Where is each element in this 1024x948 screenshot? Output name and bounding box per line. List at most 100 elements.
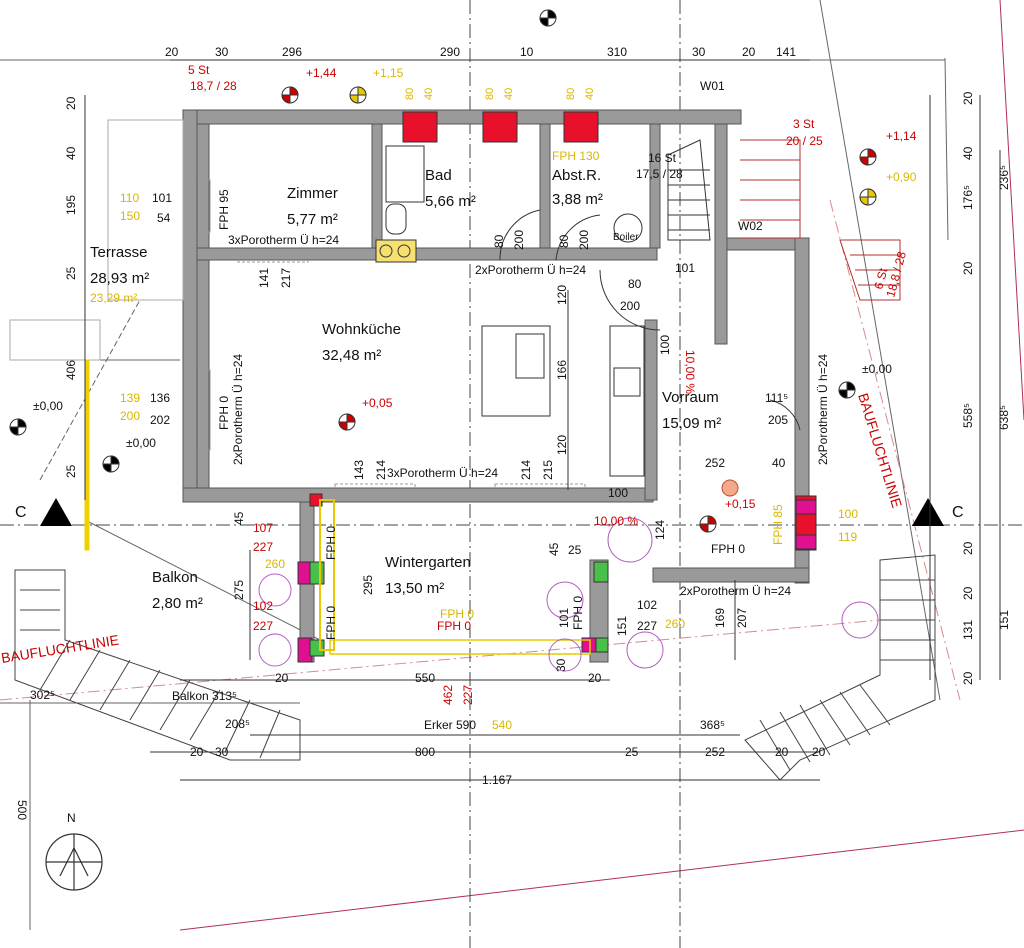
- dim-bottom-erker-alt: 540: [492, 718, 512, 732]
- level-label: +0,15: [725, 497, 756, 511]
- dim-right: 558⁵: [961, 403, 975, 428]
- dim-inner: 143: [352, 460, 366, 480]
- room-area-wohnkueche: 32,48 m²: [322, 347, 381, 364]
- section-label-left: C: [15, 504, 27, 521]
- room-area-wintergarten: 13,50 m²: [385, 580, 444, 597]
- north-label: N: [67, 811, 76, 825]
- dim-inner: 101: [152, 191, 172, 205]
- right-dimensions: 20 40 176⁵ 20 558⁵ 20 20 131 20 151 236⁵…: [961, 91, 1011, 685]
- dim-inner: 215: [541, 460, 555, 480]
- window-label: FPH 0: [437, 619, 471, 633]
- room-area-zimmer: 5,77 m²: [287, 211, 338, 228]
- room-area-balkon: 2,80 m²: [152, 595, 203, 612]
- window-height: 40: [423, 88, 435, 100]
- dim-inner: 227: [461, 685, 475, 705]
- dim-inner: 111⁵: [765, 391, 788, 405]
- window-height: 80: [565, 88, 577, 100]
- dim-bottom-erker: Erker 590: [424, 718, 476, 732]
- level-label: ±0,00: [126, 436, 156, 450]
- dim-inner: 40: [772, 456, 786, 470]
- dim-inner: 260: [665, 617, 685, 631]
- dim-inner: 214: [374, 460, 388, 480]
- room-area-terrasse: 28,93 m²: [90, 270, 149, 287]
- dim-top: 30: [215, 45, 229, 59]
- dim-inner: 200: [512, 230, 526, 250]
- dim-bottom: 252: [705, 745, 725, 759]
- dim-right: 20: [961, 671, 975, 685]
- dim-inner: 217: [279, 268, 293, 288]
- level-marker: [699, 515, 717, 533]
- marker-boiler: Boiler: [613, 232, 639, 243]
- level-label: +0,05: [362, 396, 393, 410]
- dim-left: 406: [64, 360, 78, 380]
- level-marker: [838, 381, 856, 399]
- dim-right: 40: [961, 146, 975, 160]
- dim-inner: 139: [120, 391, 140, 405]
- window-label: FPH 0: [571, 596, 585, 630]
- dim-inner: 462: [441, 685, 455, 705]
- dim-bottom: 800: [415, 745, 435, 759]
- room-name-balkon: Balkon: [152, 569, 198, 586]
- dim-inner: 100: [838, 507, 858, 521]
- dim-top: 141: [776, 45, 796, 59]
- room-area-alt-terrasse: 23,29 m²: [90, 291, 137, 305]
- level-markers: [9, 9, 877, 533]
- room-area-abstr: 3,88 m²: [552, 191, 603, 208]
- windows: [297, 111, 817, 663]
- window-label: FPH 0: [324, 606, 338, 640]
- dim-top: 296: [282, 45, 302, 59]
- level-marker: [9, 418, 27, 436]
- dim-inner: 200: [120, 409, 140, 423]
- dim-right: 176⁵: [961, 185, 975, 210]
- dim-bottom-balkon: Balkon 313⁵: [172, 689, 237, 703]
- dim-right: 20: [961, 586, 975, 600]
- dim-inner: 101: [675, 261, 695, 275]
- dim-inner: 202: [150, 413, 170, 427]
- window-label: FPH 130: [552, 149, 600, 163]
- window-label: FPH 0: [711, 542, 745, 556]
- section-label-right: C: [952, 504, 964, 521]
- room-name-terrasse: Terrasse: [90, 244, 148, 261]
- dim-inner: 200: [620, 299, 640, 313]
- dim-top: 30: [692, 45, 706, 59]
- dim-right: 20: [961, 261, 975, 275]
- dim-top: 20: [742, 45, 756, 59]
- room-name-abstr: Abst.R.: [552, 167, 601, 184]
- section-arrow-left: [40, 498, 72, 526]
- room-area-vorraum: 15,09 m²: [662, 415, 721, 432]
- room-name-wohnkueche: Wohnküche: [322, 321, 401, 338]
- dim-right: 236⁵: [997, 165, 1011, 190]
- dim-inner: 260: [265, 557, 285, 571]
- dim-inner: 54: [157, 211, 171, 225]
- room-name-vorraum: Vorraum: [662, 389, 719, 406]
- dim-inner: 18,7 / 28: [190, 79, 237, 93]
- dim-bottom: 20: [190, 745, 204, 759]
- dim-bottom: 208⁵: [225, 717, 250, 731]
- dim-right: 131: [961, 620, 975, 640]
- dim-inner: 45: [547, 542, 561, 556]
- section-markers: [40, 498, 944, 526]
- level-labels: +1,44 +1,15 +1,14 +0,90 ±0,00 ±0,00 ±0,0…: [33, 66, 917, 511]
- level-marker: [859, 188, 877, 206]
- dim-inner: 20 / 25: [786, 134, 823, 148]
- dim-bottom: 550: [415, 671, 435, 685]
- dim-inner: 30: [554, 658, 568, 672]
- dim-inner: 107: [253, 521, 273, 535]
- dim-inner: 80: [492, 234, 506, 248]
- stairs: [14, 139, 936, 781]
- wall-label: 2xPorotherm Ü h=24: [231, 354, 245, 465]
- dim-inner: 227: [637, 619, 657, 633]
- dim-bottom-total: 1.167: [482, 773, 512, 787]
- dim-left: 195: [64, 195, 78, 215]
- dim-left: 40: [64, 146, 78, 160]
- dim-bottom: 30: [215, 745, 229, 759]
- dim-bottom-diag: 500: [15, 800, 29, 820]
- wall-label: 3xPorotherm Ü h=24: [228, 233, 339, 247]
- window-label: FPH 85: [771, 504, 785, 545]
- level-label: +0,90: [886, 170, 917, 184]
- dim-top: 290: [440, 45, 460, 59]
- level-label: ±0,00: [33, 399, 63, 413]
- dim-inner: 102: [253, 599, 273, 613]
